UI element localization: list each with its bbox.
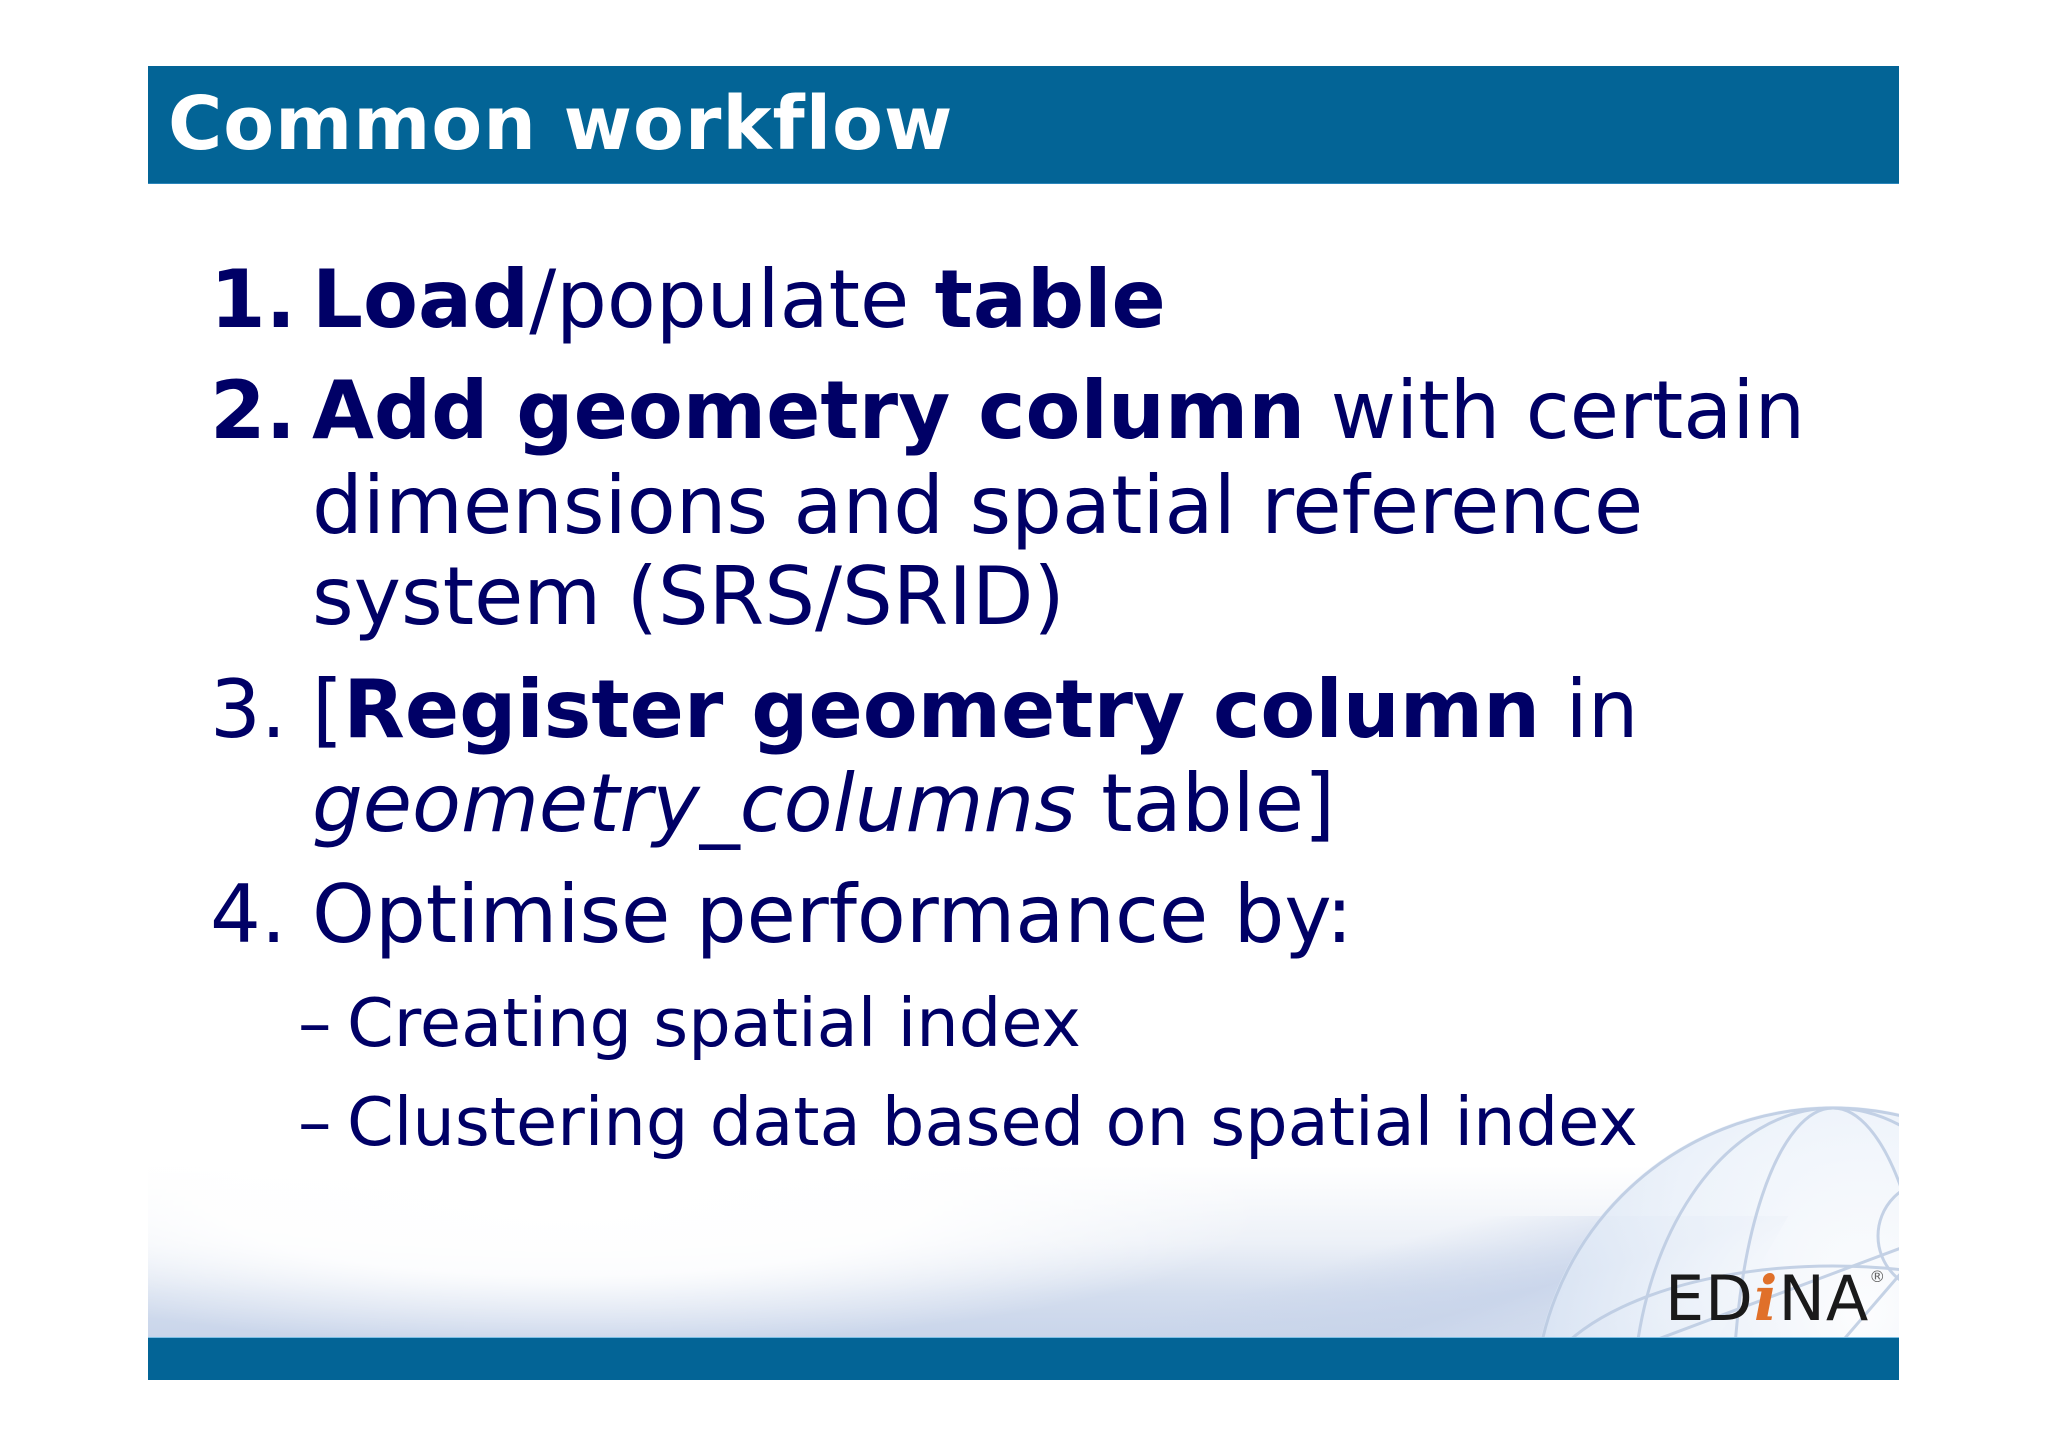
- slide-title: Common workflow: [168, 81, 954, 167]
- item-text-line-2: geometry_columns table]: [312, 758, 1335, 849]
- sub-item-text: Creating spatial index: [347, 984, 1081, 1062]
- text-run: Optimise performance by:: [312, 868, 1353, 961]
- text-run: table]: [1075, 757, 1336, 850]
- footer-bar: [148, 1337, 1899, 1380]
- text-run: /populate: [529, 253, 935, 346]
- text-run: [: [312, 663, 344, 756]
- globe-graphic: [1533, 1106, 1899, 1380]
- title-bar: Common workflow: [148, 66, 1899, 184]
- item-number: 2.: [210, 364, 297, 457]
- logo-i-icon: i: [1753, 1262, 1779, 1335]
- item-text-line-3: system (SRS/SRID): [312, 551, 1065, 642]
- text-run: geometry_columns: [312, 757, 1076, 850]
- text-run: system (SRS/SRID): [312, 550, 1065, 643]
- item-text-line-2: dimensions and spatial reference: [312, 460, 1643, 551]
- item-text: Load/populate table: [312, 254, 1166, 345]
- text-run: Load: [312, 253, 530, 346]
- dash-bullet-icon: –: [298, 984, 332, 1062]
- dash-bullet-icon: –: [298, 1083, 332, 1161]
- text-run: Add geometry column: [312, 364, 1306, 457]
- item-number: 1.: [210, 253, 297, 346]
- edina-logo: EDiNA®: [1665, 1262, 1887, 1335]
- logo-text-post: NA: [1778, 1262, 1870, 1335]
- registered-mark-icon: ®: [1869, 1267, 1887, 1286]
- text-run: in: [1540, 663, 1639, 756]
- sub-item-text: Clustering data based on spatial index: [347, 1083, 1638, 1161]
- text-run: with certain: [1305, 364, 1806, 457]
- item-text: Optimise performance by:: [312, 869, 1353, 960]
- item-number: 4.: [210, 868, 287, 961]
- text-run: Register geometry column: [343, 663, 1541, 756]
- slide: Common workflow 1. Load/populate table 2…: [148, 66, 1899, 1380]
- item-number: 3.: [210, 663, 287, 756]
- item-text-line-1: [Register geometry column in: [312, 664, 1638, 755]
- text-run: dimensions and spatial reference: [312, 459, 1644, 552]
- logo-text-pre: ED: [1665, 1262, 1754, 1335]
- text-run: table: [934, 253, 1166, 346]
- item-text-line-1: Add geometry column with certain: [312, 365, 1805, 456]
